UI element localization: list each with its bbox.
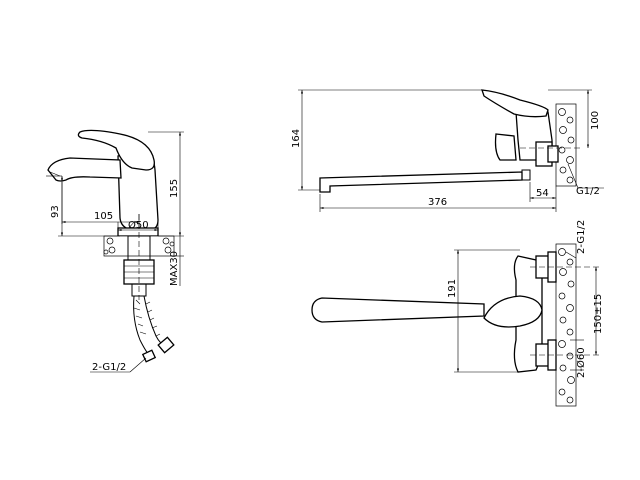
top-thread-label: 2-G1/2 [576,220,587,254]
mixer-spout [47,157,122,182]
wall-mixer-lever [481,89,549,118]
hose-thread-label: 2-G1/2 [92,362,126,373]
dim-base-diameter: Ø50 [128,219,149,231]
dim-max-thickness: MAX30 [169,251,180,286]
top-view-lever [483,295,543,328]
wall-mixer-spout [319,171,523,193]
flexible-hoses [133,295,175,363]
dim-depth-191: 191 [447,279,458,298]
dim-connector-54: 54 [536,188,549,199]
wall-mixer-side-view: 164 100 376 54 G1/2 [291,89,604,212]
dim-centers-150: 150±15 [593,294,604,334]
dim-reach-105: 105 [94,211,113,222]
wall-section-lower [555,243,577,407]
thread-g12-label: G1/2 [576,186,600,197]
wall-mixer-top-view: 191 2-G1/2 150±15 2-Ø60 [311,220,604,407]
dim-height-164: 164 [291,129,302,148]
dim-height-155: 155 [169,179,180,198]
mixer-lever [77,129,155,171]
basin-mixer-side-view: 2-G1/2 155 MAX30 93 105 Ø50 [46,129,184,373]
top-view-spout [311,297,485,323]
dim-spout-height-93: 93 [50,205,61,218]
dim-flange-60: 2-Ø60 [575,347,587,378]
dim-spout-length-376: 376 [428,197,447,208]
dim-offset-100: 100 [590,111,601,130]
wall-section-upper [555,103,577,187]
